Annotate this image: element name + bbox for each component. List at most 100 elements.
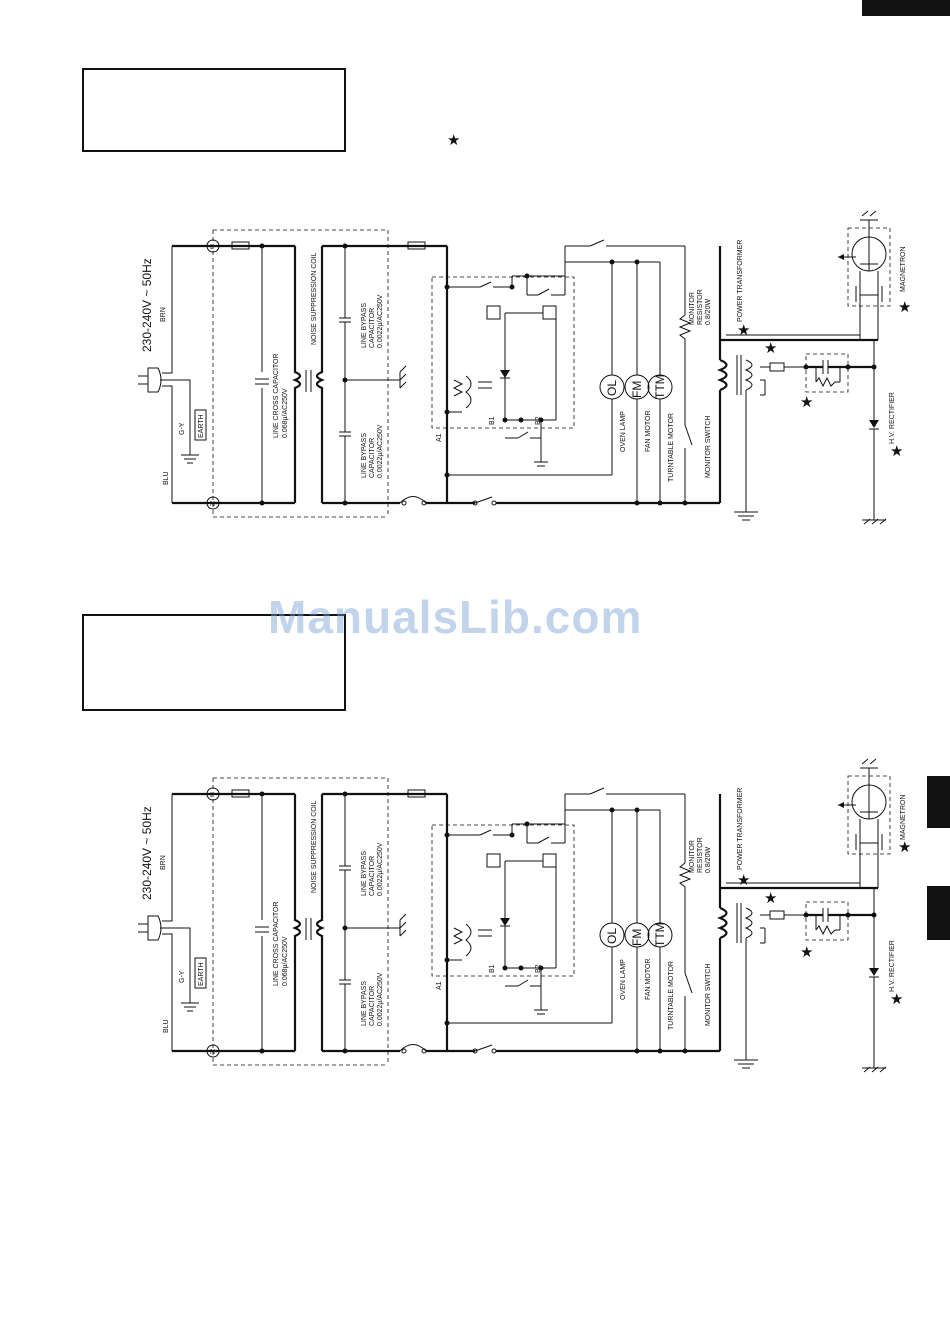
monitor-switch-contact [684, 424, 693, 446]
line-cross-cap-label-2: 0.068μ/AC250V [282, 936, 289, 986]
relay-coil-2 [542, 853, 557, 868]
point-a1: A1 [436, 433, 443, 442]
bypass-cap-2-label-1: LINE BYPASS [361, 433, 368, 478]
bypass-cap-1-label-1: LINE BYPASS [361, 303, 368, 348]
star-icon: ★ [890, 991, 904, 1008]
symbol-tm: TTM [653, 374, 667, 399]
relay-contact-1 [479, 829, 492, 836]
wire-gy-label: G-Y [179, 422, 186, 435]
star-icon: ★ [800, 944, 814, 961]
bypass-cap-2-label-2: CAPACITOR [369, 438, 376, 478]
bypass-cap-1-label-2: CAPACITOR [369, 308, 376, 348]
fuse-1 [231, 241, 250, 250]
magnetron-label: MAGNETRON [900, 795, 907, 841]
hv-rectifier-diode [869, 420, 879, 428]
monitor-resistor-label-1: MONITOR [689, 840, 696, 873]
star-icon: ★ [447, 132, 461, 149]
earth-box [194, 409, 207, 441]
symbol-fm: FM [630, 381, 644, 398]
monitor-resistor [678, 862, 692, 888]
hv-capacitor-outline [805, 353, 849, 393]
relay-board-outline [431, 824, 575, 977]
side-tab-upper [927, 776, 950, 828]
page-tab [862, 0, 950, 16]
supply-label: 230-240V ~ 50Hz [140, 806, 154, 900]
oven-lamp-label: OVEN LAMP [620, 959, 627, 1000]
earth-label: EARTH [198, 962, 205, 986]
top-switch [589, 239, 605, 247]
bypass-cap-2-label-2: CAPACITOR [369, 986, 376, 1026]
star-icon: ★ [800, 394, 814, 411]
oven-lamp-label: OVEN LAMP [620, 411, 627, 452]
monitor-resistor [678, 314, 692, 340]
point-b1: B1 [489, 416, 496, 425]
chassis-ground-icon [399, 913, 407, 937]
monitor-resistor-label-3: 0.8/20W [705, 299, 712, 325]
neutral-terminal [206, 1044, 220, 1058]
line-terminal [206, 787, 220, 801]
wire-blu-label: BLU [163, 471, 170, 485]
power-transformer-secondary [744, 907, 753, 939]
hv-rectifier-label: H.V. RECTIFIER [889, 940, 896, 992]
power-transformer-label: POWER TRANSFORMER [737, 240, 744, 322]
plug-icon [138, 794, 191, 1051]
relay-coil-2 [542, 305, 557, 320]
door-switch [474, 496, 493, 504]
bypass-cap-1-label-2: CAPACITOR [369, 856, 376, 896]
monitor-resistor-label-1: MONITOR [689, 292, 696, 325]
noise-coil-label: NOISE SUPPRESSION COIL [311, 800, 318, 893]
symbol-ol: OL [605, 380, 619, 396]
point-b1: B1 [489, 964, 496, 973]
monitor-resistor-label-3: 0.8/20W [705, 847, 712, 873]
earth-box [194, 957, 207, 989]
monitor-resistor-label-2: RESISTOR [697, 289, 704, 325]
star-icon: ★ [898, 839, 912, 856]
power-transformer-secondary [744, 359, 753, 391]
turntable-motor-label: TURNTABLE MOTOR [668, 961, 675, 1030]
line-terminal [206, 239, 220, 253]
supply-label: 230-240V ~ 50Hz [140, 258, 154, 352]
bypass-cap-2-label-3: 0.0022μ/AC250V [377, 424, 384, 478]
point-b2: B2 [535, 416, 542, 425]
noise-suppression-coil [292, 794, 325, 1051]
power-transformer-primary [716, 358, 728, 392]
note-box-bottom [82, 614, 346, 711]
plug-icon [138, 246, 191, 503]
fan-motor-label: FAN MOTOR [645, 411, 652, 452]
power-transformer-label: POWER TRANSFORMER [737, 788, 744, 870]
turntable-motor-label: TURNTABLE MOTOR [668, 413, 675, 482]
bypass-cap-2-label-3: 0.0022μ/AC250V [377, 972, 384, 1026]
hv-rectifier-label: H.V. RECTIFIER [889, 392, 896, 444]
star-icon: ★ [764, 340, 778, 357]
relay-contact-2 [537, 836, 550, 844]
line-cross-cap-label-1: LINE CROSS CAPACITOR [273, 353, 280, 438]
noise-coil-label: NOISE SUPPRESSION COIL [311, 252, 318, 345]
magnetron-label: MAGNETRON [900, 247, 907, 293]
power-transformer-primary [716, 906, 728, 940]
relay-coil-1 [486, 305, 501, 320]
point-b2: B2 [535, 964, 542, 973]
relay-board-outline [431, 276, 575, 429]
monitor-switch-contact [684, 972, 693, 994]
star-icon: ★ [737, 322, 751, 339]
neutral-terminal [206, 496, 220, 510]
monitor-resistor-label-2: RESISTOR [697, 837, 704, 873]
hv-fuse [769, 362, 785, 372]
star-icon: ★ [737, 872, 751, 889]
bypass-cap-1-label-3: 0.0022μ/AC250V [377, 842, 384, 896]
top-switch [589, 787, 605, 795]
star-icon: ★ [898, 299, 912, 316]
terminal-l: L [210, 792, 214, 799]
side-tab-lower [927, 886, 950, 940]
line-cross-cap-label-1: LINE CROSS CAPACITOR [273, 901, 280, 986]
line-cross-cap-label-2: 0.068μ/AC250V [282, 388, 289, 438]
ground-icon [181, 1002, 199, 1012]
star-icon: ★ [764, 890, 778, 907]
symbol-tm: TTM [653, 922, 667, 947]
relay-contact-1 [479, 281, 492, 288]
star-icon: ★ [890, 443, 904, 460]
hv-capacitor-outline [805, 901, 849, 941]
fuse-2 [407, 789, 426, 798]
diode-icon [500, 918, 510, 926]
fuse-2 [407, 241, 426, 250]
